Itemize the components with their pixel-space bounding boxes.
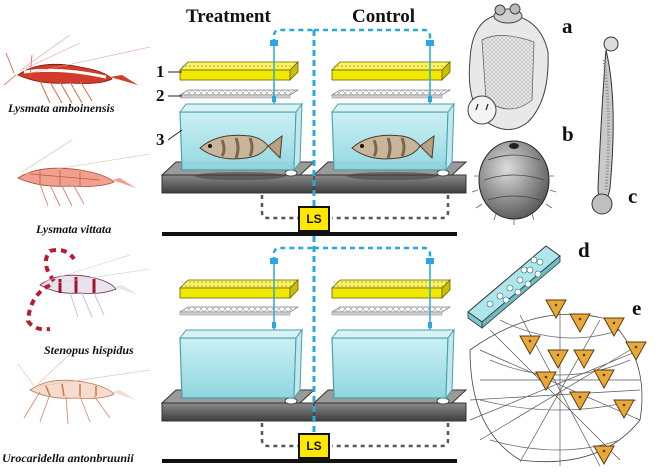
shrimp-lysmata-vittata (17, 139, 151, 207)
shrimp-urocaridella-antonbruunii (17, 353, 151, 425)
panel-a-parasite (467, 3, 549, 130)
drain-line-control-lower (332, 423, 450, 448)
mesh-layer-treatment-lower (178, 306, 300, 316)
drain-line-treatment-upper (260, 195, 298, 220)
tray-control-upper (331, 61, 451, 81)
tray-treatment-lower (179, 279, 299, 299)
panel-d-slide (467, 245, 561, 329)
ls-box-upper: LS (298, 206, 330, 232)
drain-line-control-upper (332, 195, 450, 220)
inlet-tube-treatment-lower (272, 246, 314, 262)
fish-control (351, 134, 435, 160)
lower-system (160, 246, 468, 422)
inlet-tube-treatment-upper (272, 28, 314, 44)
panel-b-cyst (471, 140, 557, 225)
shrimp-stenopus-hispidus (25, 248, 151, 332)
ls-box-lower: LS (298, 433, 330, 459)
species-label-2: Lysmata vittata (36, 222, 112, 236)
panel-letter-b: b (562, 122, 574, 146)
panel-letter-a: a (562, 14, 573, 38)
panel-e-net (469, 299, 647, 467)
inlet-tube-control-upper (314, 28, 432, 44)
fish-treatment (199, 134, 283, 160)
tray-treatment-upper (179, 61, 299, 81)
panel-c-filament (591, 36, 619, 215)
tray-control-lower (331, 279, 451, 299)
divider-line-upper (162, 232, 457, 236)
upper-system (160, 28, 468, 194)
shrimp-lysmata-amboinensis (3, 34, 151, 104)
header-control: Control (352, 6, 415, 27)
mesh-layer-control-lower (330, 306, 452, 316)
tank-treatment-lower (179, 328, 303, 400)
divider-line-lower (162, 459, 457, 463)
mesh-layer-treatment-upper (178, 89, 300, 99)
drain-line-treatment-lower (260, 423, 298, 448)
pointer-line-3 (167, 129, 183, 141)
panel-letter-e: e (632, 296, 642, 320)
species-label-4: Urocaridella antonbruunii (2, 451, 134, 465)
panel-letter-d: d (578, 238, 590, 262)
species-label-1: Lysmata amboinensis (8, 101, 115, 115)
inlet-tube-control-lower (314, 246, 432, 262)
tank-control-lower (331, 328, 455, 400)
mesh-layer-control-upper (330, 89, 452, 99)
header-treatment: Treatment (186, 6, 271, 27)
panel-letter-c: c (628, 184, 638, 208)
species-label-3: Stenopus hispidus (44, 343, 134, 357)
component-number-3: 3 (156, 130, 165, 149)
component-number-2: 2 (156, 86, 165, 105)
component-number-1: 1 (156, 62, 165, 81)
